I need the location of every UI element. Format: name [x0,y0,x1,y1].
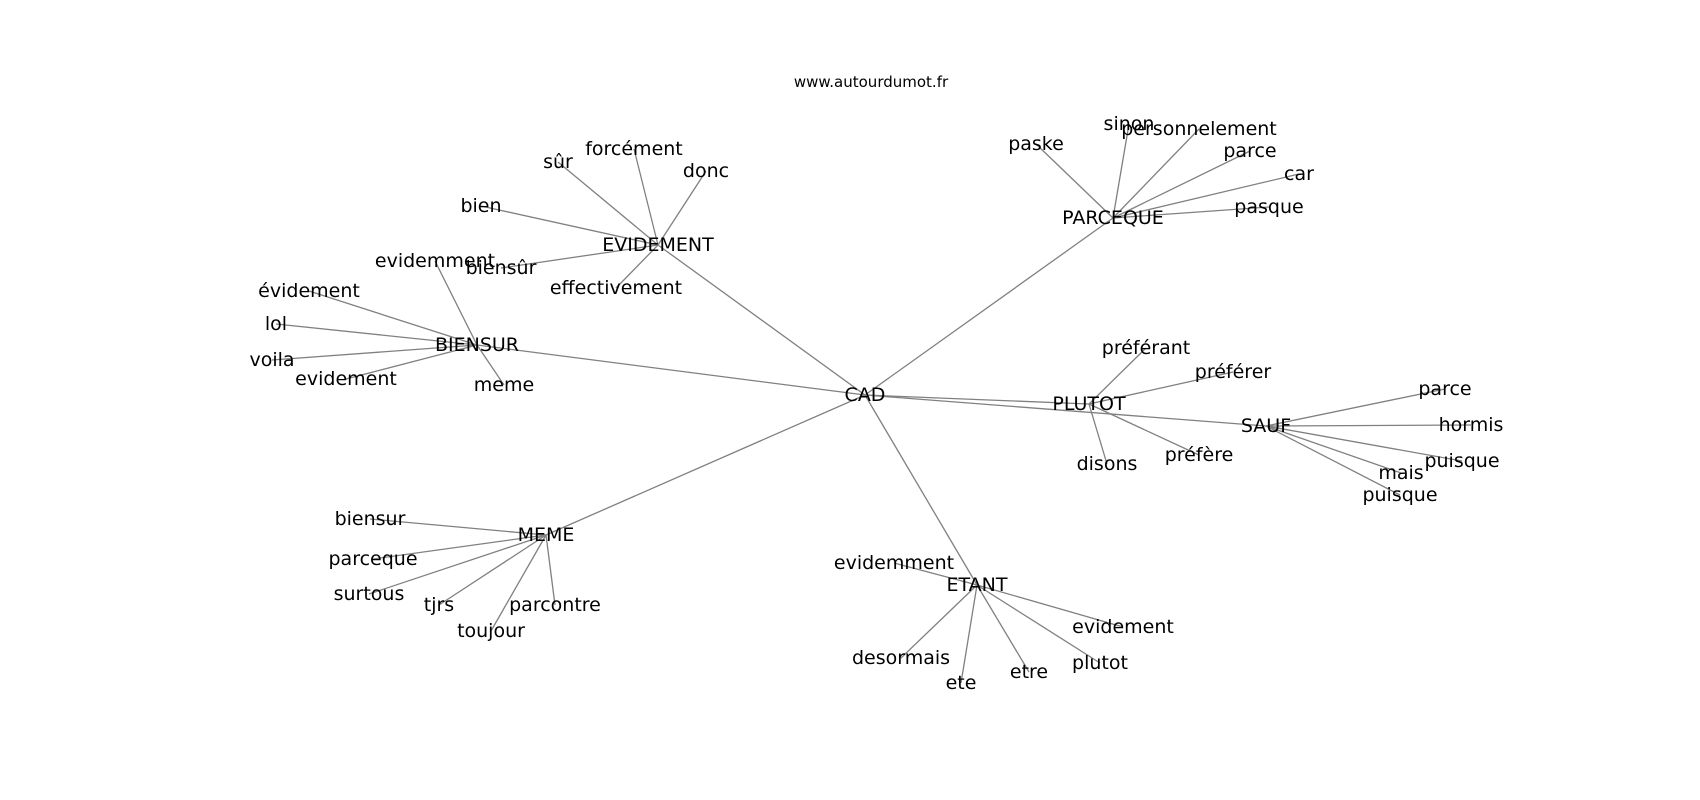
node-sa-parce: parce [1418,378,1471,400]
edge-parceque-pq_parce [1112,150,1251,219]
edge-evidement-ev_donc [657,170,707,246]
edge-biensur-bs_evidement_acc [308,290,478,346]
edge-sauf-sa_mais [1265,425,1402,474]
node-sa-puisque1: puisque [1424,450,1499,472]
edge-evidement-ev_force [633,148,659,246]
node-pl-prefere: préfère [1165,444,1234,466]
edge-cad-etant [864,394,978,586]
node-pq-sinon: sinon [1104,113,1155,135]
node-bs-evidement: evidement [295,368,397,390]
node-parceque: PARCEQUE [1062,207,1164,229]
edge-cad-plutot [864,394,1090,405]
node-pq-car: car [1284,163,1314,185]
node-me-biensur: biensur [335,508,406,530]
node-me-surtous: surtous [334,583,405,605]
edge-etant-et_evidement [976,584,1124,628]
node-pl-preferant: préférant [1102,337,1190,359]
edge-plutot-pl_preferant [1088,347,1147,405]
node-etant: ETANT [947,574,1008,596]
edge-evidement-ev_biensur [500,244,659,269]
edge-meme-me_tjrs [438,534,547,606]
edge-biensur-bs_evidemment [434,260,478,346]
edge-cad-biensur [476,344,866,396]
edge-evidement-ev_sur [557,161,659,246]
edge-plutot-pl_disons [1088,403,1108,465]
node-et-evidemment: evidemment [834,552,954,574]
node-ev-effect: effectivement [550,277,682,299]
edge-cad-evidement [657,244,866,396]
edge-biensur-bs_meme [476,344,505,386]
node-pq-pasque: pasque [1234,196,1303,218]
graph-nodes: CAD EVIDEMENT PARCEQUE BIENSUR PLUTOT SAUF MEM… [249,113,1503,694]
edge-cad-parceque [864,217,1114,396]
node-pl-disons: disons [1077,453,1138,475]
edge-plutot-pl_prefere [1088,403,1200,456]
node-sa-mais: mais [1378,462,1423,484]
node-pq-perso: personnelement [1121,118,1277,140]
site-label: www.autourdumot.fr [794,73,949,91]
node-et-plutot: plutot [1072,652,1128,674]
node-cad: CAD [845,384,886,406]
edge-parceque-pq_perso [1112,128,1200,219]
node-meme: MEME [518,524,575,546]
edge-etant-et_etre [976,584,1030,673]
node-et-ete: ete [946,672,977,694]
edge-sauf-sa_parce [1265,388,1446,427]
edge-sauf-sa_puisque1 [1265,425,1463,462]
edge-biensur-bs_voila [271,344,478,361]
edge-cad-meme [545,394,866,536]
edge-biensur-bs_lol [275,323,478,346]
node-ev-donc: donc [683,160,729,182]
edge-meme-me_biensur [369,518,547,536]
node-pq-parce: parce [1223,140,1276,162]
edge-cad-sauf [864,394,1267,427]
edge-etant-et_ete [960,584,978,684]
node-ev-bien: bien [460,195,501,217]
edge-meme-me_toujour [490,534,547,632]
node-me-tjrs: tjrs [424,594,454,616]
edge-parceque-pq_pasque [1112,206,1270,219]
node-bs-evidement-acc: évidement [258,280,360,302]
node-pq-paske: paske [1008,133,1064,155]
edge-sauf-sa_puisque2 [1265,425,1401,496]
node-me-parcontre: parcontre [509,594,601,616]
edge-meme-me_parceque [372,534,547,560]
node-sauf: SAUF [1241,415,1291,437]
node-me-toujour: toujour [457,620,525,642]
node-plutot: PLUTOT [1052,393,1126,415]
node-ev-force: forcément [585,138,683,160]
edge-etant-et_evidemment [893,562,978,586]
node-me-parceque: parceque [328,548,417,570]
edge-evidement-ev_bien [480,205,659,246]
edge-meme-me_surtous [368,534,547,595]
node-et-evidement: evidement [1072,616,1174,638]
edge-etant-et_plutot [976,584,1101,664]
edge-evidement-ev_effect [615,244,659,289]
node-evidement: EVIDEMENT [602,234,714,256]
node-ev-biensur: biensûr [466,257,537,279]
edge-biensur-bs_evidement [345,344,478,380]
node-sa-hormis: hormis [1439,414,1504,436]
node-ev-sur: sûr [543,151,573,173]
edge-parceque-pq_sinon [1112,123,1130,219]
edge-sauf-sa_hormis [1265,424,1472,427]
node-bs-evidemment: evidemment [375,250,495,272]
node-bs-meme: meme [474,374,534,396]
node-bs-lol: lol [265,313,287,335]
edge-parceque-pq_car [1112,173,1300,219]
edge-meme-me_parcontre [545,534,556,606]
node-et-etre: etre [1010,661,1048,683]
node-pl-preferer: préférer [1195,361,1272,383]
edge-parceque-pq_paske [1035,143,1114,219]
node-bs-voila: voila [249,349,294,371]
graph-edges [271,123,1472,684]
node-sa-puisque2: puisque [1362,484,1437,506]
edge-plutot-pl_preferer [1088,371,1234,405]
edge-etant-et_desormais [900,584,978,659]
node-et-desormais: desormais [852,647,950,669]
node-biensur: BIENSUR [435,334,519,356]
